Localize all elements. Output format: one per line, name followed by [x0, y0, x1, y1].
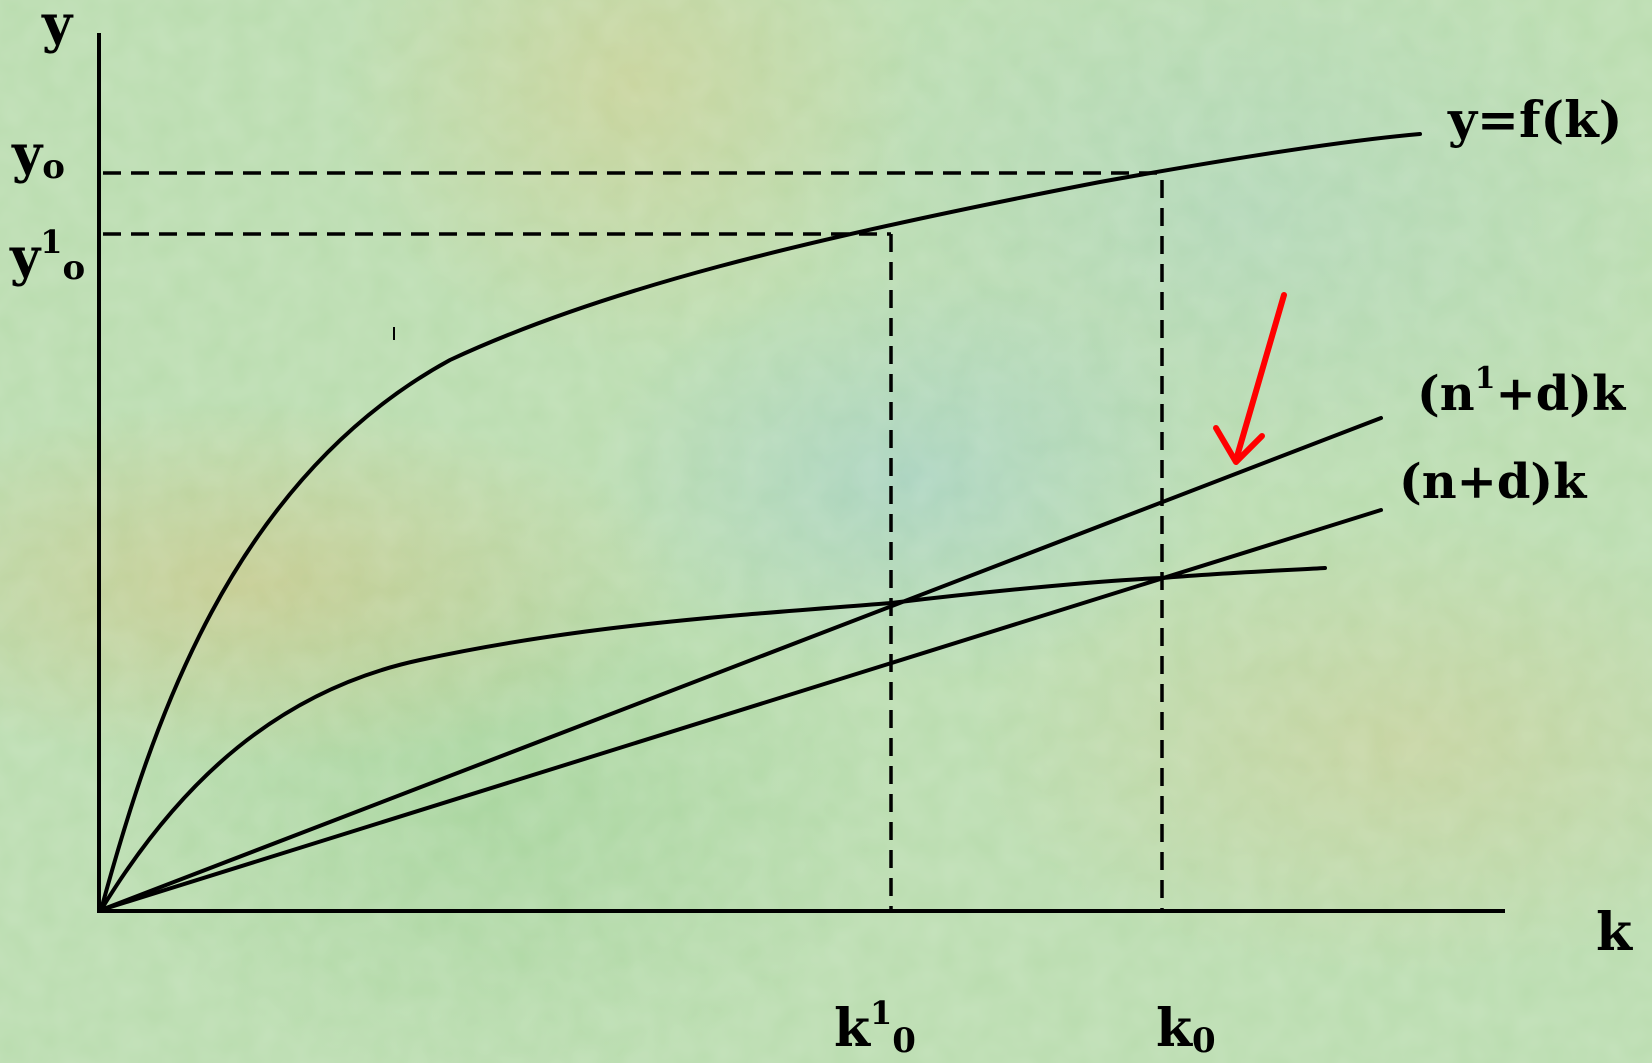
nd-line-label: (n+d)k [1399, 454, 1588, 510]
n1d-line-label: (n1+d)k [1417, 361, 1627, 422]
shift-arrow-icon [1213, 292, 1287, 465]
y0-label: yo [11, 124, 65, 187]
n1d-line [99, 416, 1383, 912]
y-axis-label: y [41, 0, 74, 55]
k10-label: k10 [834, 994, 916, 1061]
production-curve [99, 132, 1422, 912]
k0-label: k0 [1156, 998, 1216, 1061]
y10-label: y1o [9, 223, 85, 288]
nd-line [99, 508, 1383, 912]
k-axis-label: k [1596, 902, 1633, 963]
production-function-label: y=f(k) [1447, 90, 1622, 149]
